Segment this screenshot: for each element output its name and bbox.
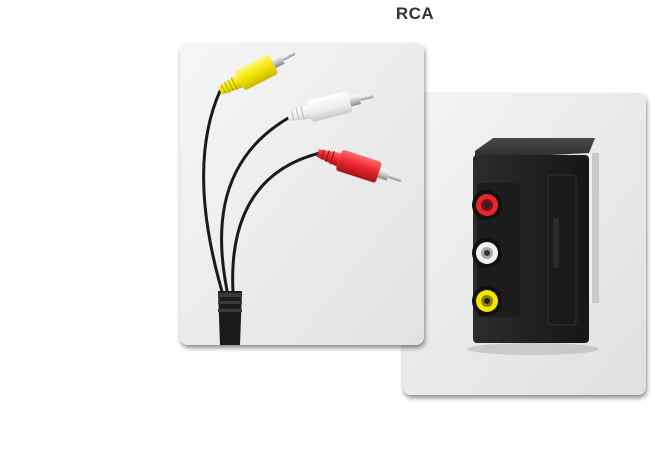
rca-cable-photo bbox=[180, 43, 424, 345]
scart-to-rca-adapter-icon bbox=[403, 93, 646, 395]
page-title: RCA bbox=[395, 4, 435, 23]
composite-cable-icon bbox=[180, 43, 424, 345]
scart-adapter-photo bbox=[403, 93, 646, 395]
